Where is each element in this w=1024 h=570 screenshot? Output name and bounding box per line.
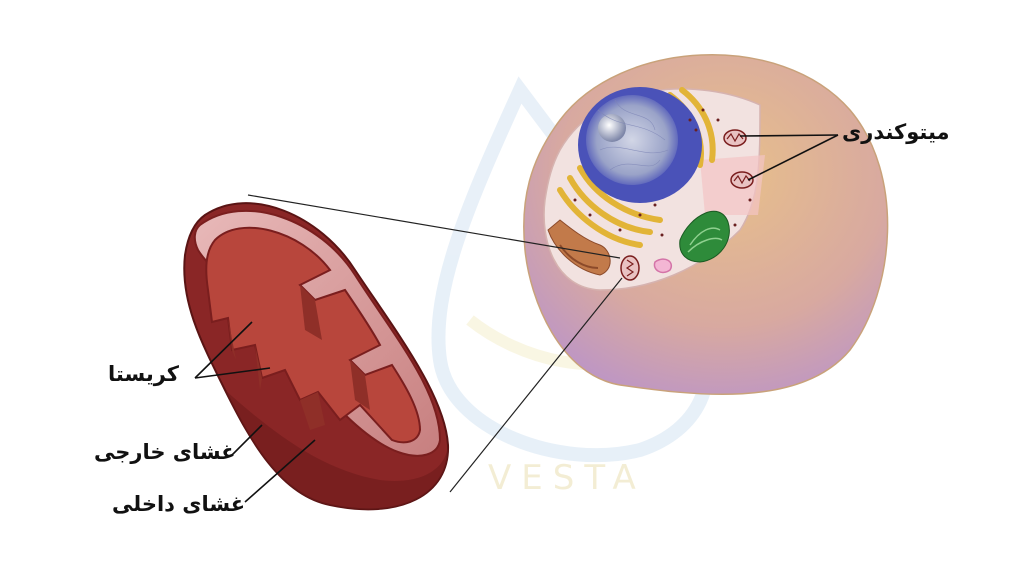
green-organelle bbox=[679, 210, 730, 263]
mito-side-face bbox=[225, 390, 449, 510]
zoom-lines bbox=[247, 194, 623, 493]
nucleus bbox=[578, 87, 702, 203]
animal-cell bbox=[523, 54, 889, 396]
leader-inner bbox=[244, 439, 316, 503]
ribosomes bbox=[573, 108, 752, 237]
leader-mito-1 bbox=[739, 134, 839, 137]
label-mitochondria: میتوکندری bbox=[842, 120, 950, 144]
leader-crista-2 bbox=[194, 367, 271, 379]
cell-mitochondrion-2 bbox=[730, 171, 754, 189]
nucleolus bbox=[598, 114, 626, 142]
label-cristae: کریستا bbox=[108, 362, 179, 386]
cristae-folds bbox=[228, 285, 370, 430]
mitochondrion-cutaway bbox=[183, 202, 450, 511]
leader-outer bbox=[231, 424, 263, 456]
watermark-text: VESTA bbox=[488, 458, 646, 498]
label-outer-membrane: غشای خارجی bbox=[94, 440, 236, 464]
pink-organelle bbox=[653, 258, 672, 274]
label-inner-membrane: غشای داخلی bbox=[112, 492, 246, 516]
cell-mitochondrion-1 bbox=[723, 129, 747, 147]
leader-lines bbox=[194, 134, 839, 503]
leader-mito-2 bbox=[747, 134, 839, 181]
cell-mitochondrion-3 bbox=[620, 255, 640, 281]
leader-crista-1 bbox=[194, 321, 253, 379]
